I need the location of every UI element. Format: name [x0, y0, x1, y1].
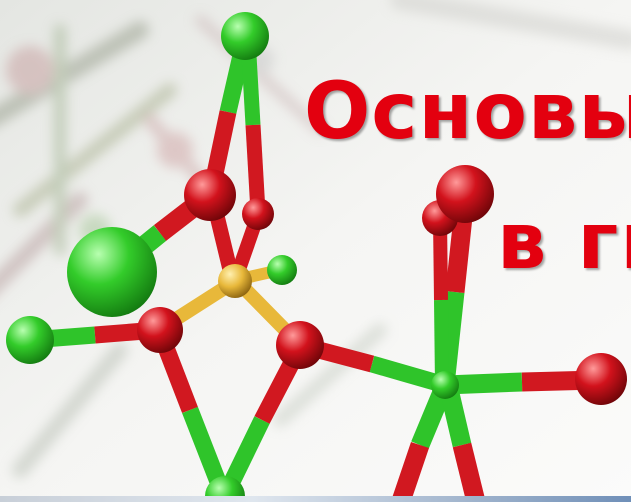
- bottom-strip: [0, 496, 631, 502]
- slide-title-line-1: Основы: [304, 67, 631, 157]
- slide-title-line-2: в ги: [497, 197, 631, 287]
